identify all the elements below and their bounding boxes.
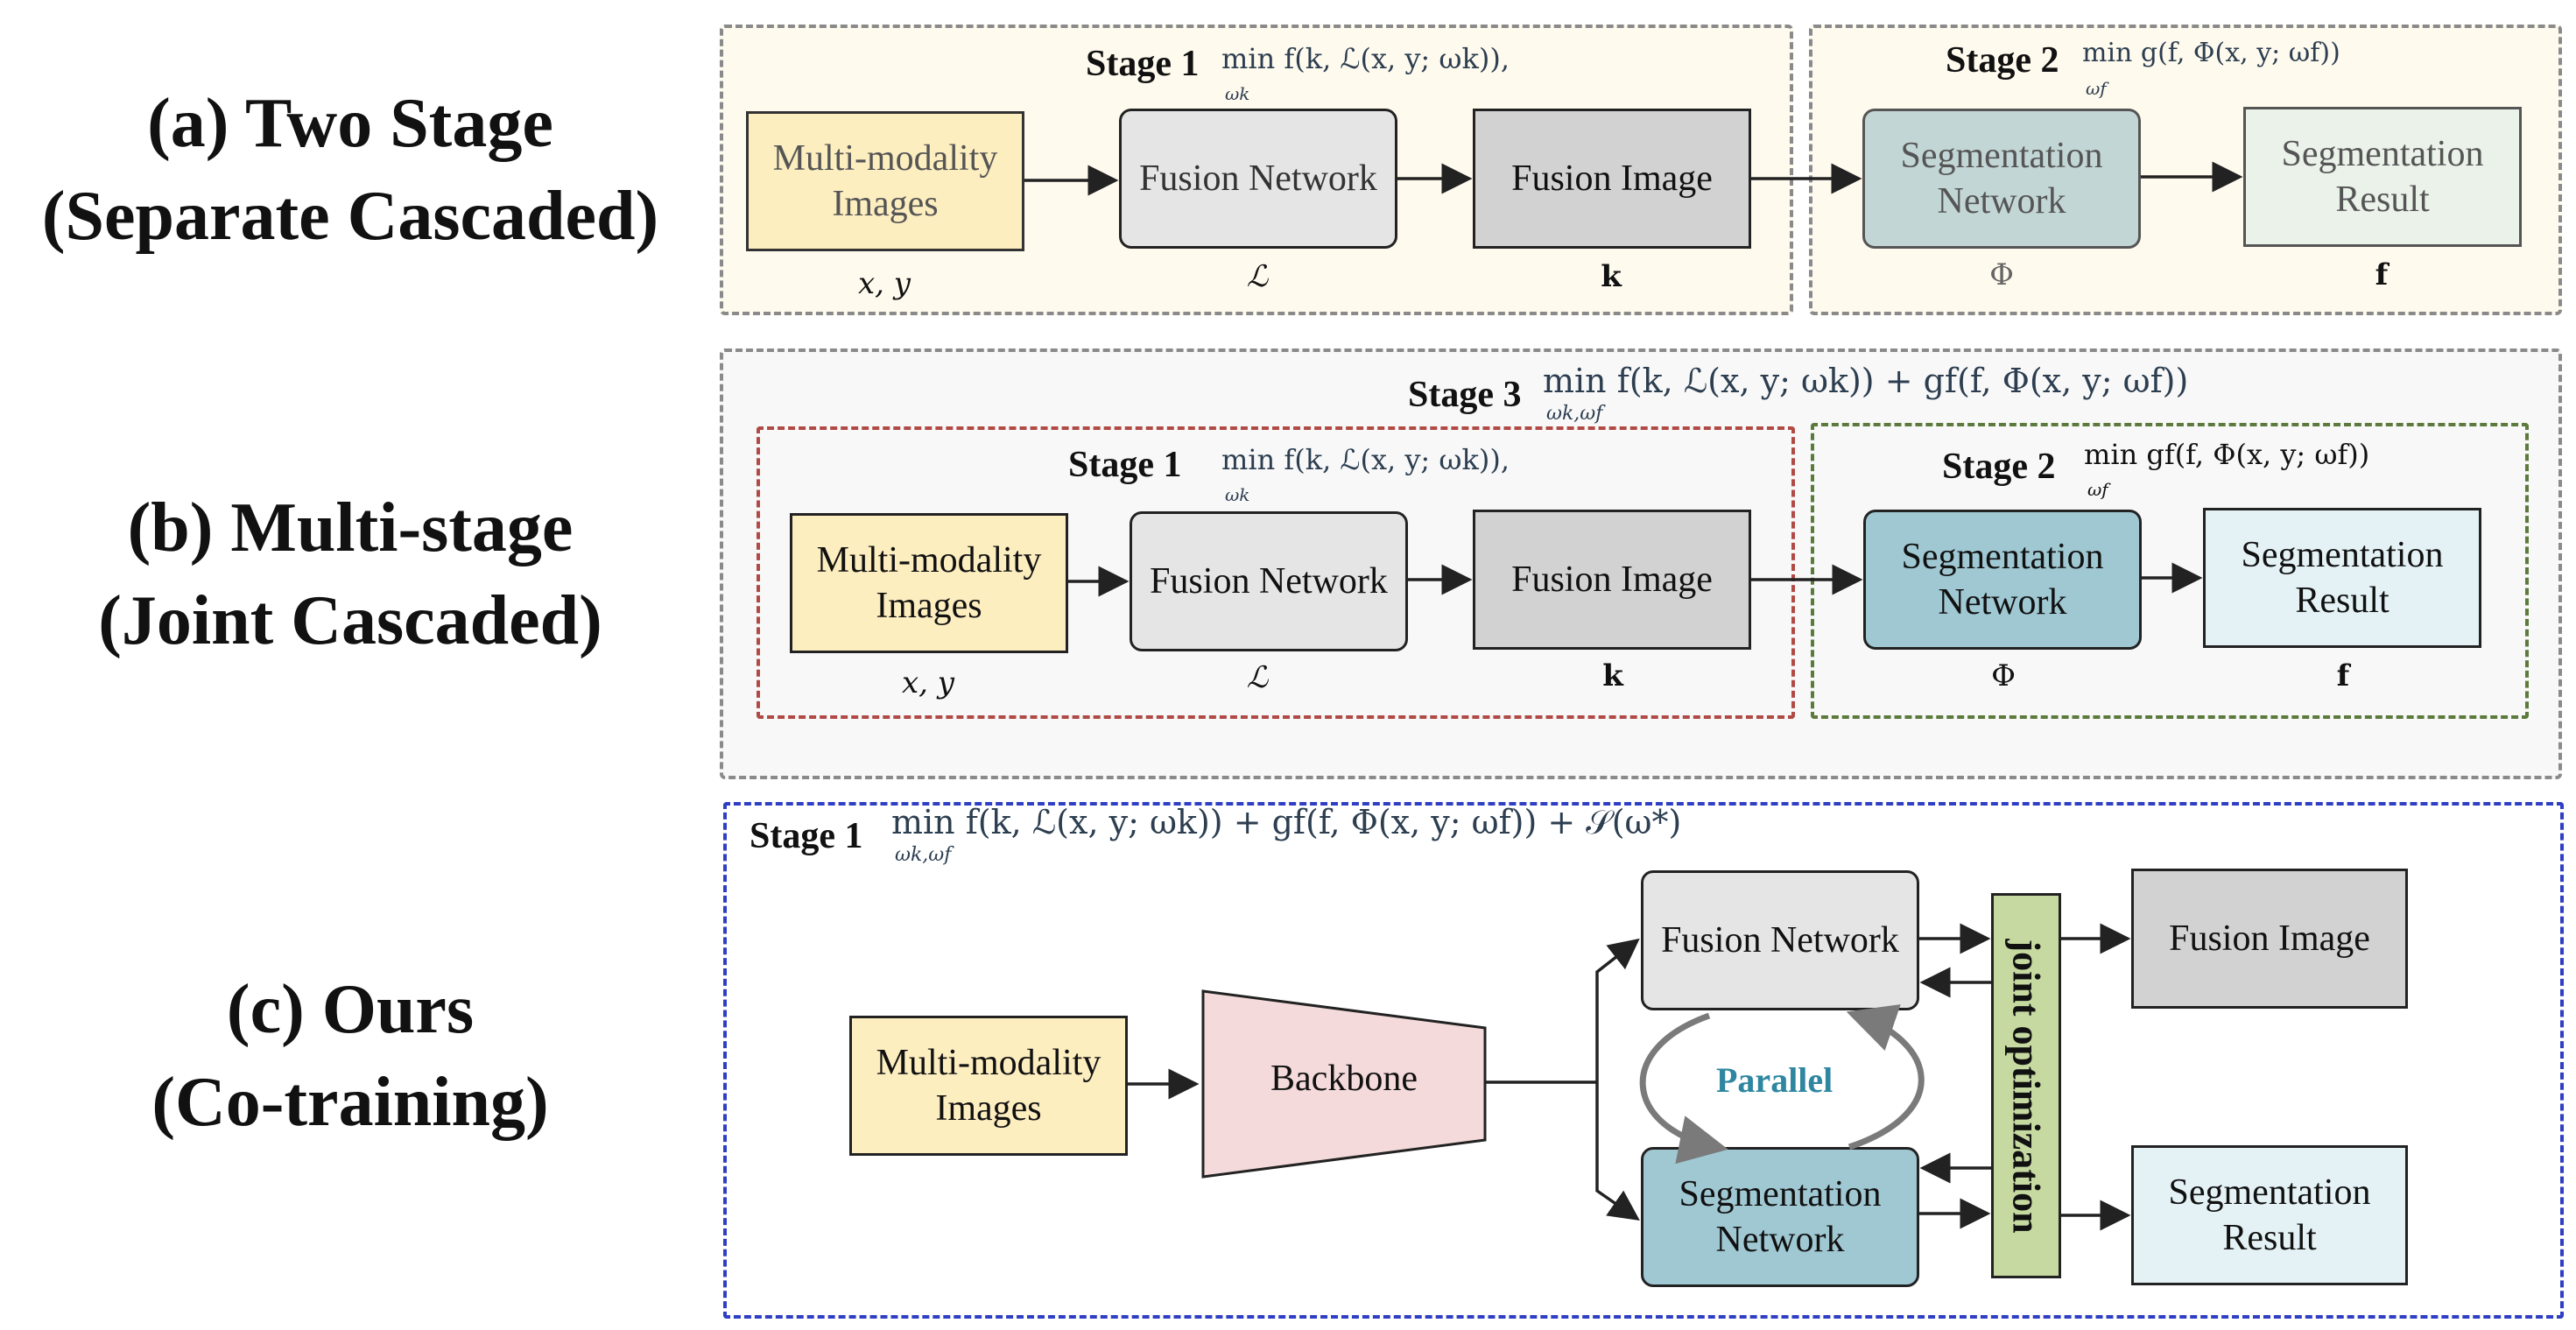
b-symbol-phi: Φ	[1991, 658, 2016, 693]
a-stage2-formula: min g(f, Φ(x, y; ωf)) ωf	[2082, 33, 2340, 109]
label-ours: (c) Ours (Co-training)	[0, 963, 700, 1149]
a-stage1-formula: min f(k, ℒ(x, y; ωk)), ωk	[1221, 39, 1510, 114]
label-ours-line1: (c) Ours	[226, 971, 475, 1048]
b-stage1-title: Stage 1	[1068, 445, 1182, 485]
b-symbol-k: k	[1602, 658, 1623, 693]
a-segmentation-network-box: Segmentation Network	[1862, 109, 2141, 249]
a-stage2-title: Stage 2	[1946, 40, 2059, 81]
a-segmentation-result-box: Segmentation Result	[2243, 107, 2522, 247]
a-symbol-k: k	[1601, 259, 1622, 294]
label-two-stage: (a) Two Stage (Separate Cascaded)	[0, 77, 700, 263]
label-multi-stage-line1: (b) Multi-stage	[127, 489, 574, 566]
c-joint-optimization: joint optimization	[1991, 893, 2061, 1278]
b-symbol-f: f	[2336, 658, 2350, 693]
b-segmentation-result-box: Segmentation Result	[2203, 508, 2481, 648]
a-stage1-title: Stage 1	[1086, 44, 1200, 84]
c-arrow-to-seg	[1595, 1082, 1640, 1221]
a-symbol-f: f	[2375, 257, 2389, 292]
c-stage1-title: Stage 1	[750, 816, 863, 856]
a-symbol-phi: Φ	[1989, 257, 2014, 292]
panel-b-stage1	[757, 426, 1795, 719]
c-parallel-label: Parallel	[1716, 1060, 1833, 1100]
label-ours-line2: (Co-training)	[151, 1064, 549, 1141]
c-stage1-formula: min f(k, ℒ(x, y; ωk)) + gf(f, Φ(x, y; ωf…	[891, 802, 1681, 876]
b-segmentation-network-box: Segmentation Network	[1863, 510, 2142, 650]
b-stage1-formula: min f(k, ℒ(x, y; ωk)), ωk	[1221, 440, 1510, 515]
c-stage1-formula-sub: ωk,ωf	[895, 844, 952, 866]
b-stage2-formula: min gf(f, Φ(x, y; ωf)) ωf	[2084, 434, 2369, 510]
a-stage1-formula-sub: ωk	[1225, 83, 1250, 104]
c-backbone-shape	[1201, 989, 1487, 1179]
c-segmentation-result-box: Segmentation Result	[2131, 1145, 2408, 1285]
c-arrow-to-fusion	[1595, 938, 1640, 1082]
c-fusion-image-box: Fusion Image	[2131, 869, 2408, 1009]
b-fusion-network-box: Fusion Network	[1130, 511, 1408, 651]
label-multi-stage: (b) Multi-stage (Joint Cascaded)	[0, 482, 700, 667]
b-stage3-title: Stage 3	[1408, 375, 1522, 415]
b-stage2-title: Stage 2	[1942, 447, 2056, 487]
c-fusion-network-box: Fusion Network	[1641, 870, 1919, 1010]
a-fusion-image-box: Fusion Image	[1473, 109, 1751, 249]
label-two-stage-line2: (Separate Cascaded)	[41, 178, 659, 255]
c-parallel-loop	[1639, 1004, 1925, 1165]
label-two-stage-line1: (a) Two Stage	[147, 85, 553, 162]
label-multi-stage-line2: (Joint Cascaded)	[98, 582, 602, 659]
b-images-box: Multi-modality Images	[790, 513, 1068, 653]
panel-b-stage2	[1811, 423, 2529, 719]
c-segmentation-network-box: Segmentation Network	[1641, 1147, 1919, 1287]
a-symbol-loss: ℒ	[1246, 259, 1269, 294]
panel-c-stage1	[723, 802, 2564, 1319]
b-stage2-formula-sub: ωf	[2087, 479, 2108, 500]
b-fusion-image-box: Fusion Image	[1473, 510, 1751, 650]
b-symbol-loss: ℒ	[1246, 660, 1269, 695]
c-backbone-label: Backbone	[1270, 1059, 1418, 1099]
a-stage2-formula-sub: ωf	[2086, 78, 2107, 99]
b-symbol-xy: x, y	[902, 665, 954, 700]
b-stage3-formula: min f(k, ℒ(x, y; ωk)) + gf(f, Φ(x, y; ωf…	[1543, 361, 2188, 434]
a-fusion-network-box: Fusion Network	[1119, 109, 1397, 249]
c-images-box: Multi-modality Images	[849, 1016, 1128, 1156]
a-symbol-xy: x, y	[858, 266, 911, 301]
b-stage1-formula-sub: ωk	[1225, 484, 1250, 505]
b-stage3-formula-sub: ωk,ωf	[1546, 403, 1603, 425]
a-images-box: Multi-modality Images	[746, 111, 1024, 251]
